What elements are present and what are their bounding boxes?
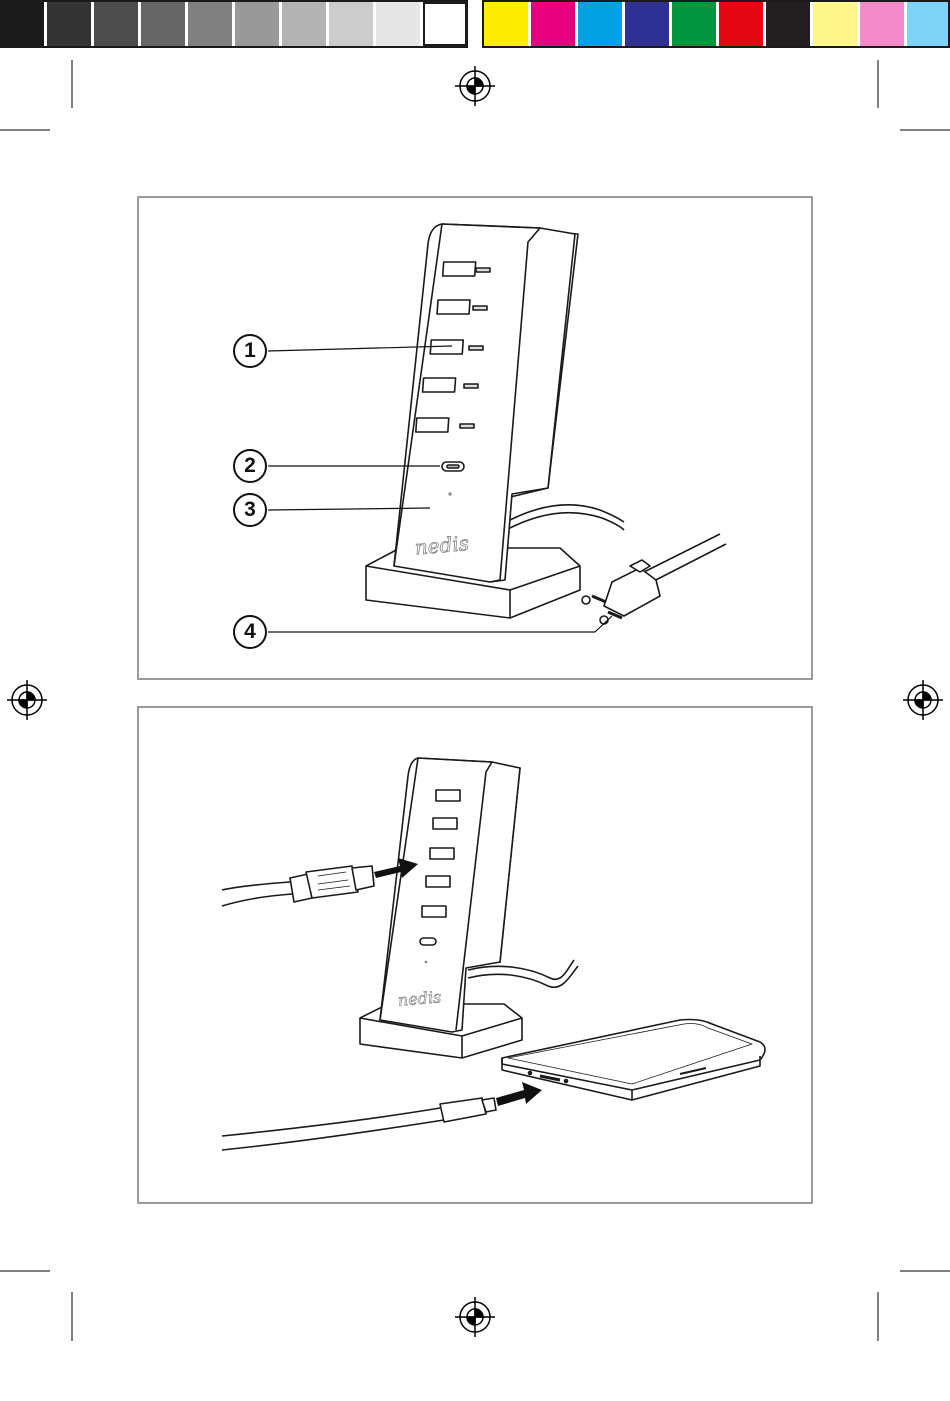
registration-mark-right [903, 680, 943, 720]
figure-2-charger: nedis [360, 758, 578, 1058]
figure-2-arrow-usb-c [496, 1082, 542, 1106]
callout-1-label: 1 [244, 339, 256, 363]
figure-2-smartphone [502, 1020, 765, 1101]
callout-4: 4 [233, 615, 267, 649]
callout-2: 2 [233, 449, 267, 483]
figure-2-usb-a-cable [222, 866, 374, 906]
figure-1-charger: nedis [366, 224, 726, 624]
figure-1-brand-logo: nedis [414, 531, 470, 560]
callout-3: 3 [233, 493, 267, 527]
registration-mark-top [455, 66, 495, 106]
registration-mark-left [7, 680, 47, 720]
figure-2-usb-c-cable [222, 1098, 496, 1150]
registration-mark-bottom [455, 1297, 495, 1337]
figure-2-brand-logo: nedis [397, 987, 442, 1010]
figure-1-led-indicator [448, 492, 451, 495]
callout-2-label: 2 [244, 454, 256, 478]
callout-1: 1 [233, 334, 267, 368]
callout-4-label: 4 [244, 620, 256, 644]
callout-3-label: 3 [244, 498, 256, 522]
